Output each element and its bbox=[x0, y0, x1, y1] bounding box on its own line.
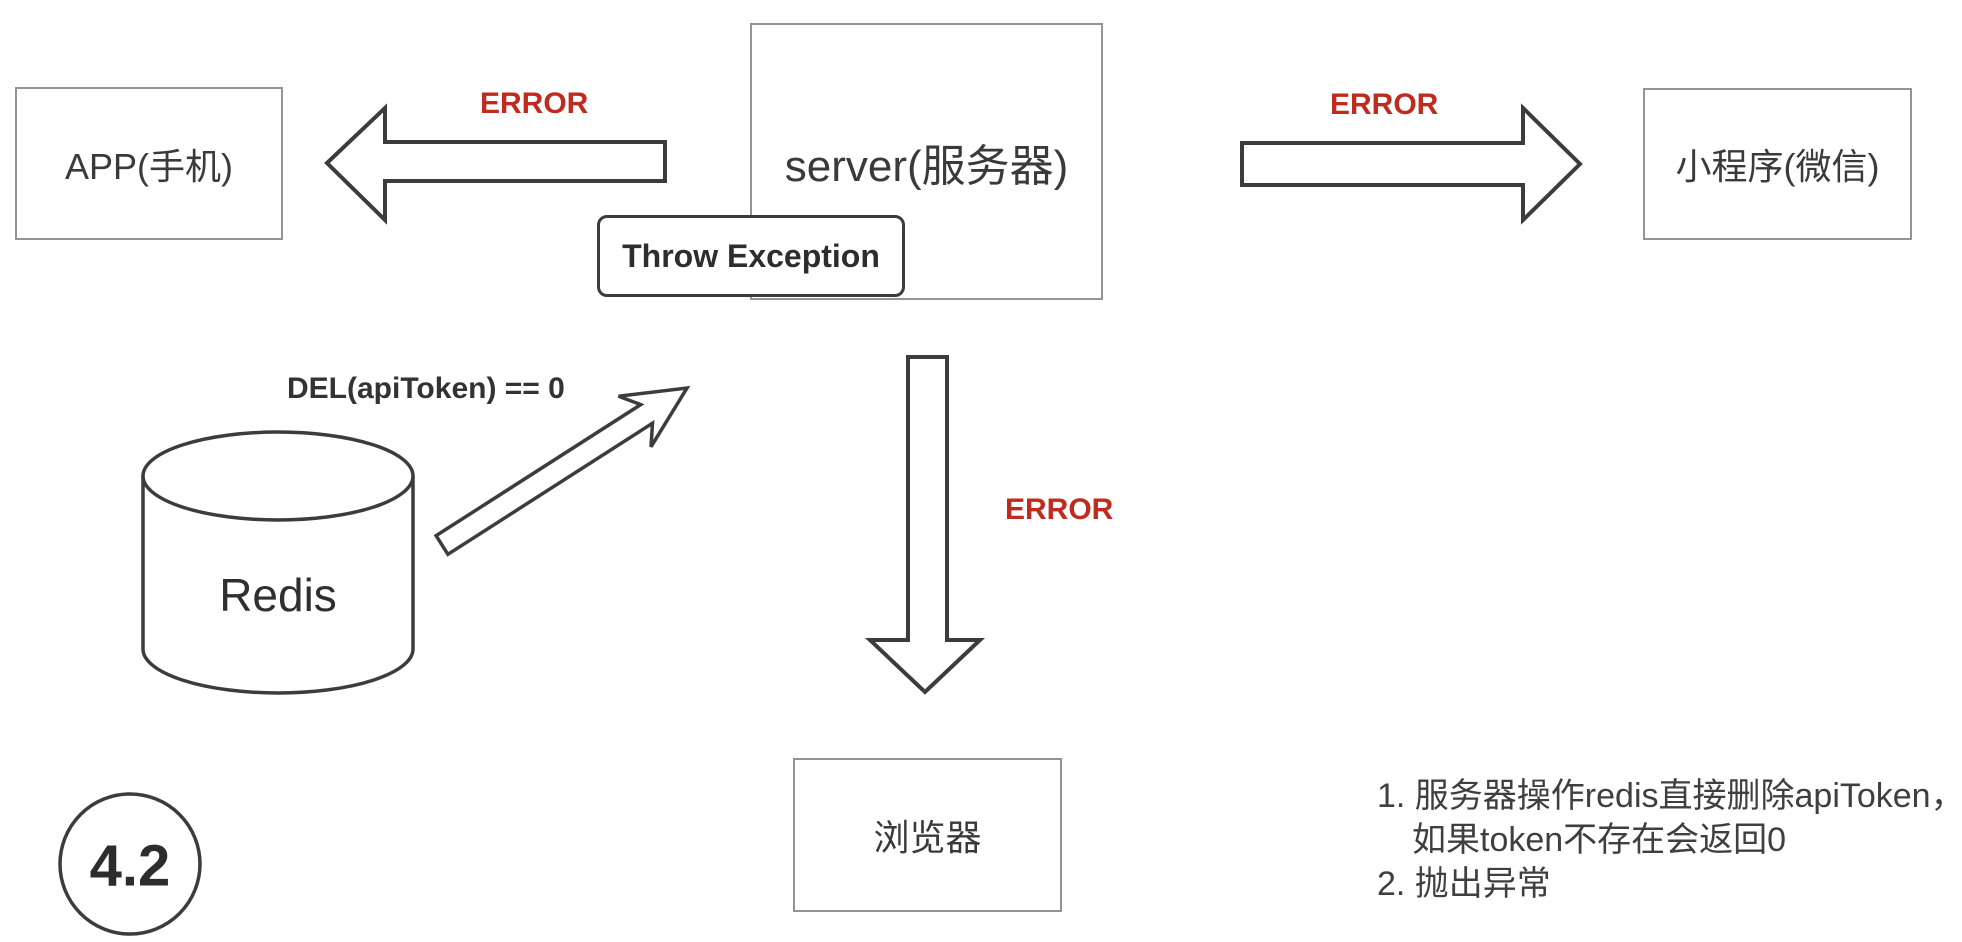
error-label-right: ERROR bbox=[1330, 88, 1439, 121]
throw-exception-label: Throw Exception bbox=[622, 237, 880, 274]
error-arrow-right bbox=[1240, 103, 1583, 225]
version-badge-label: 4.2 bbox=[89, 833, 171, 899]
version-badge-circle bbox=[58, 792, 202, 936]
note-item1-line2: 如果token不存在会返回0 bbox=[1412, 821, 1787, 859]
error-label-left: ERROR bbox=[480, 87, 589, 120]
node-browser-label: 浏览器 bbox=[873, 817, 982, 858]
node-miniprogram-label: 小程序(微信) bbox=[1675, 146, 1880, 187]
node-miniprogram: 小程序(微信) bbox=[1643, 88, 1912, 240]
note-item1-line1: 1. 服务器操作redis直接删除apiToken， bbox=[1377, 777, 1962, 815]
node-server-label: server(服务器) bbox=[784, 141, 1069, 191]
redis-label: Redis bbox=[219, 569, 337, 621]
error-label-down: ERROR bbox=[1005, 493, 1114, 526]
throw-exception-box: Throw Exception bbox=[597, 215, 905, 297]
note-item2: 2. 抛出异常 bbox=[1377, 865, 1551, 903]
error-arrow-down bbox=[864, 355, 986, 695]
del-apitoken-label: DEL(apiToken) == 0 bbox=[287, 372, 565, 405]
error-arrow-left bbox=[324, 103, 667, 225]
node-app-label: APP(手机) bbox=[64, 145, 233, 187]
del-arrow-diagonal bbox=[433, 385, 691, 557]
redis-cylinder-icon bbox=[141, 430, 415, 695]
node-browser: 浏览器 bbox=[793, 758, 1062, 912]
node-app: APP(手机) bbox=[15, 87, 283, 240]
